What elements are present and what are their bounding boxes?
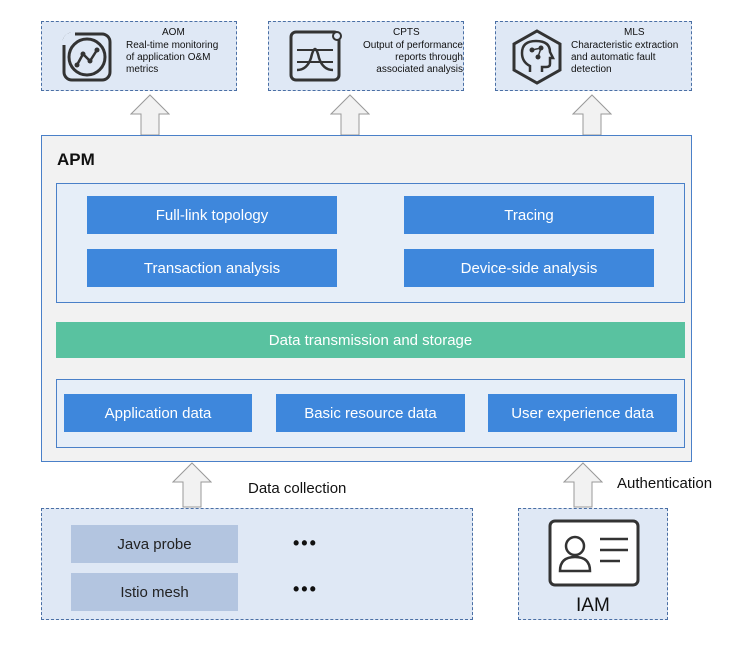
id-card-icon bbox=[548, 519, 640, 587]
cpts-title: CPTS bbox=[393, 27, 420, 38]
iam-label: IAM bbox=[576, 595, 610, 616]
more-ellipsis: ••• bbox=[293, 579, 318, 599]
cpts-desc-line-1: Output of performance bbox=[362, 40, 463, 51]
analysis-panel: Full-link topology Tracing Transaction a… bbox=[56, 183, 685, 303]
mls-desc-line-3: detection bbox=[571, 64, 612, 75]
performance-graph-icon bbox=[287, 28, 345, 84]
device-side-analysis-block: Device-side analysis bbox=[404, 249, 654, 287]
transaction-analysis-block: Transaction analysis bbox=[87, 249, 337, 287]
application-data-block: Application data bbox=[64, 394, 252, 432]
cpts-description: Output of performance reports through as… bbox=[351, 40, 463, 76]
aom-desc-line-1: Real-time monitoring bbox=[126, 40, 219, 51]
full-link-topology-block: Full-link topology bbox=[87, 196, 337, 234]
up-arrow-icon bbox=[130, 94, 170, 136]
line-chart-icon bbox=[60, 30, 114, 84]
tracing-block: Tracing bbox=[404, 196, 654, 234]
cpts-box: CPTS Output of performance reports throu… bbox=[268, 21, 464, 91]
data-collection-panel: Java probe Istio mesh ••• ••• bbox=[41, 508, 473, 620]
up-arrow-icon bbox=[563, 462, 603, 508]
data-transmission-storage-bar: Data transmission and storage bbox=[56, 322, 685, 358]
mls-title: MLS bbox=[624, 27, 645, 38]
java-probe-block: Java probe bbox=[71, 525, 238, 563]
more-ellipsis: ••• bbox=[293, 533, 318, 553]
aom-box: AOM Real-time monitoring of application … bbox=[41, 21, 237, 91]
data-collection-label: Data collection bbox=[248, 480, 347, 497]
user-experience-data-block: User experience data bbox=[488, 394, 677, 432]
authentication-label: Authentication bbox=[617, 475, 713, 492]
up-arrow-icon bbox=[172, 462, 212, 508]
aom-desc-line-2: of application O&M bbox=[126, 52, 211, 63]
apm-title: APM bbox=[57, 150, 95, 169]
aom-description: Real-time monitoring of application O&M … bbox=[126, 40, 236, 76]
up-arrow-icon bbox=[330, 94, 370, 136]
ai-head-icon bbox=[508, 28, 566, 86]
apm-container: APM Full-link topology Tracing Transacti… bbox=[41, 135, 692, 462]
mls-description: Characteristic extraction and automatic … bbox=[571, 40, 691, 76]
mls-desc-line-2: and automatic fault bbox=[571, 52, 656, 63]
basic-resource-data-block: Basic resource data bbox=[276, 394, 465, 432]
cpts-desc-line-3: associated analysis bbox=[376, 64, 463, 75]
aom-desc-line-3: metrics bbox=[126, 64, 159, 75]
data-sources-panel: Application data Basic resource data Use… bbox=[56, 379, 685, 448]
aom-title: AOM bbox=[162, 27, 185, 38]
up-arrow-icon bbox=[572, 94, 612, 136]
istio-mesh-block: Istio mesh bbox=[71, 573, 238, 611]
mls-box: MLS Characteristic extraction and automa… bbox=[495, 21, 692, 91]
cpts-desc-line-2: reports through bbox=[395, 52, 463, 63]
mls-desc-line-1: Characteristic extraction bbox=[571, 40, 679, 51]
iam-panel: IAM bbox=[518, 508, 668, 620]
